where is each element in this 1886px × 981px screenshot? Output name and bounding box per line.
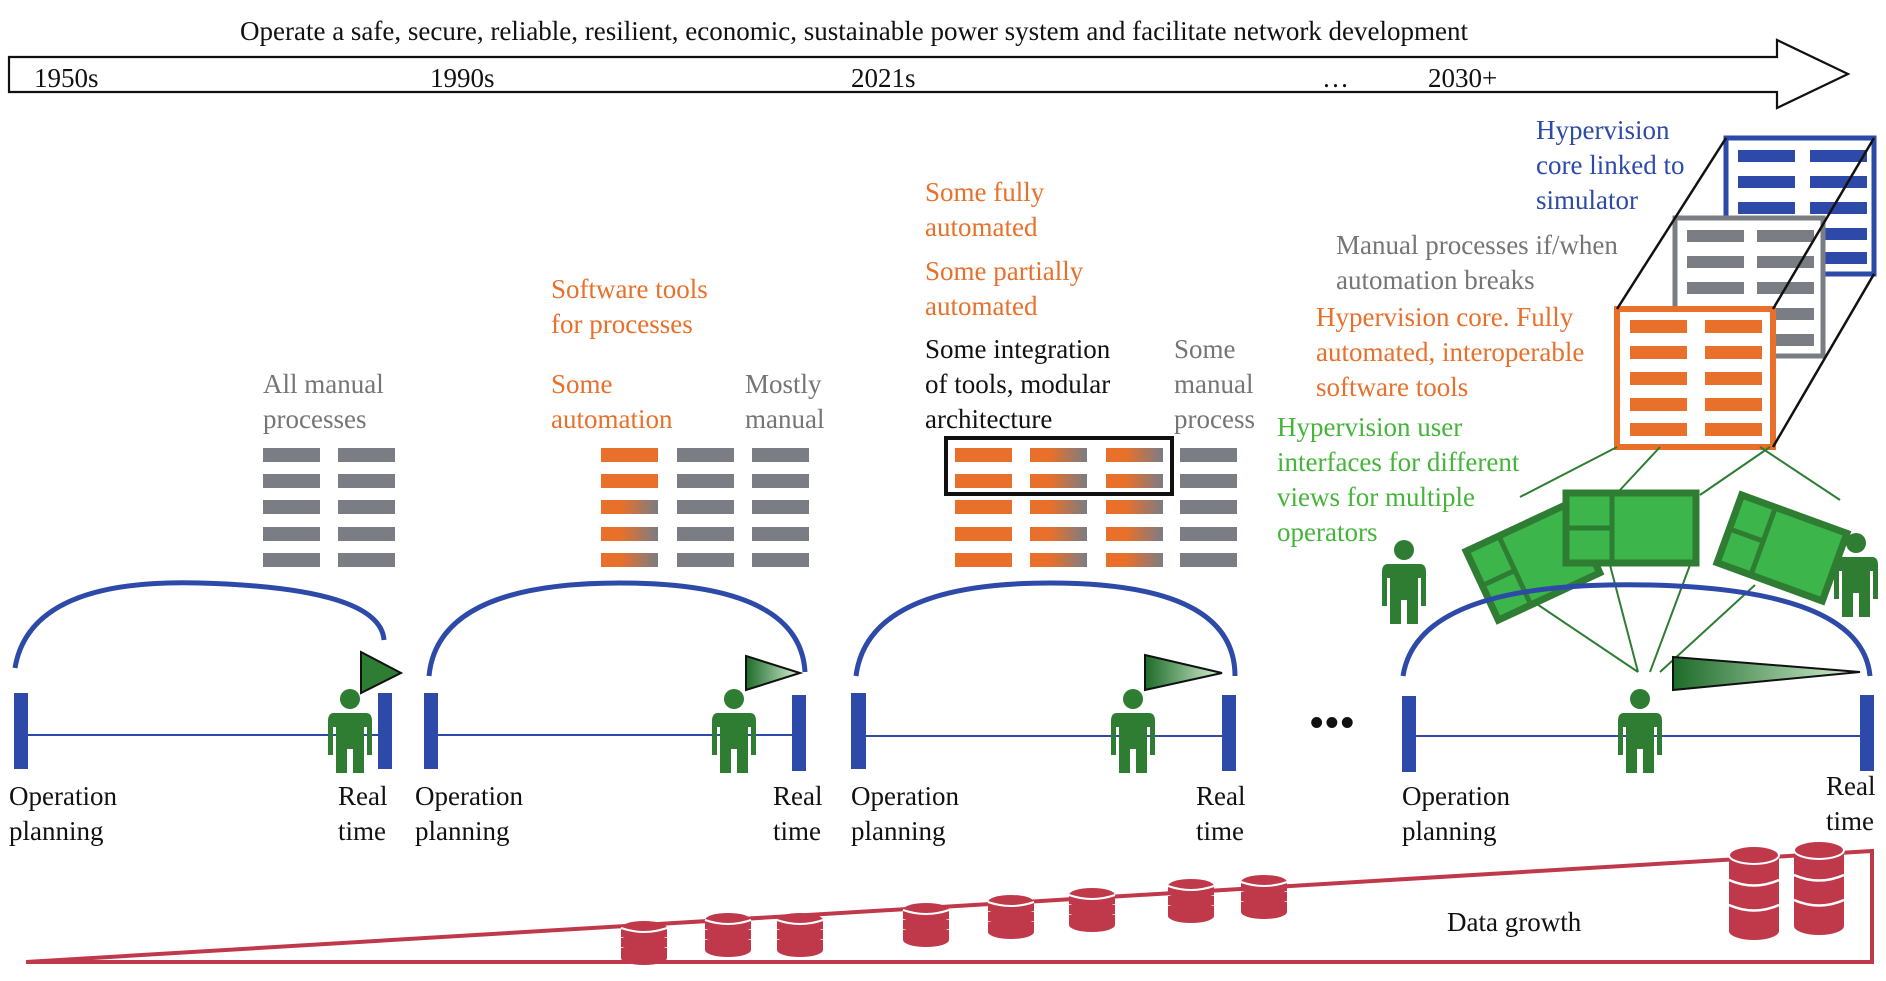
stage2-process-blocks bbox=[601, 448, 809, 567]
timeline-banner: Operate a safe, secure, reliable, resili… bbox=[240, 16, 1469, 46]
stage2-manual-note: Mostly manual bbox=[745, 369, 825, 434]
stage2-tools-note: Software tools for processes bbox=[551, 274, 708, 339]
stage4-timeline bbox=[1382, 533, 1878, 773]
data-growth-label: Data growth bbox=[1447, 907, 1582, 937]
continuation-dots: ••• bbox=[1310, 702, 1356, 744]
data-cylinders bbox=[620, 839, 1846, 966]
stage3-manual-note: Some manual process bbox=[1174, 334, 1255, 434]
era-ellipsis: … bbox=[1322, 63, 1349, 93]
integration-highlight-box bbox=[944, 436, 1174, 496]
hypervision-stack bbox=[1614, 135, 1877, 450]
stage2-real-time: Real time bbox=[773, 781, 823, 846]
stage3-real-time: Real time bbox=[1196, 781, 1246, 846]
era-2021s: 2021s bbox=[851, 63, 916, 93]
stage3-process-blocks bbox=[944, 436, 1237, 567]
stage2-timeline bbox=[424, 580, 808, 773]
stage1-timeline bbox=[12, 580, 404, 773]
timeline-arrow bbox=[7, 38, 1851, 110]
stage2-operation-planning: Operation planning bbox=[415, 781, 523, 846]
era-2030plus: 2030+ bbox=[1428, 63, 1498, 93]
era-1950s: 1950s bbox=[34, 63, 99, 93]
stage4-manual-fallback-note: Manual processes if/when automation brea… bbox=[1336, 230, 1618, 295]
stage2-automation-note: Some automation bbox=[551, 369, 673, 434]
ui-screen-center bbox=[1562, 489, 1700, 567]
stage3-timeline bbox=[851, 580, 1238, 773]
stage4-ui-note: Hypervision user interfaces for differen… bbox=[1277, 412, 1520, 547]
data-growth-wedge bbox=[25, 848, 1874, 964]
stage3-operation-planning: Operation planning bbox=[851, 781, 959, 846]
era-1990s: 1990s bbox=[430, 63, 495, 93]
stage4-simulator-note: Hypervision core linked to simulator bbox=[1536, 115, 1685, 215]
stage4-operation-planning: Operation planning bbox=[1402, 781, 1510, 846]
stage3-partially-note: Some partially automated bbox=[925, 256, 1084, 321]
stage1-process-blocks bbox=[263, 448, 395, 567]
stage3-fully-note: Some fully automated bbox=[925, 177, 1045, 242]
stage3-integration-note: Some integration of tools, modular archi… bbox=[925, 334, 1111, 434]
ui-screen-right bbox=[1712, 490, 1852, 606]
stage1-operation-planning: Operation planning bbox=[9, 781, 117, 846]
stage1-note: All manual processes bbox=[263, 369, 384, 434]
stage4-core-note: Hypervision core. Fully automated, inter… bbox=[1316, 302, 1585, 402]
stage1-real-time: Real time bbox=[338, 781, 388, 846]
stage4-real-time: Real time bbox=[1826, 771, 1876, 836]
